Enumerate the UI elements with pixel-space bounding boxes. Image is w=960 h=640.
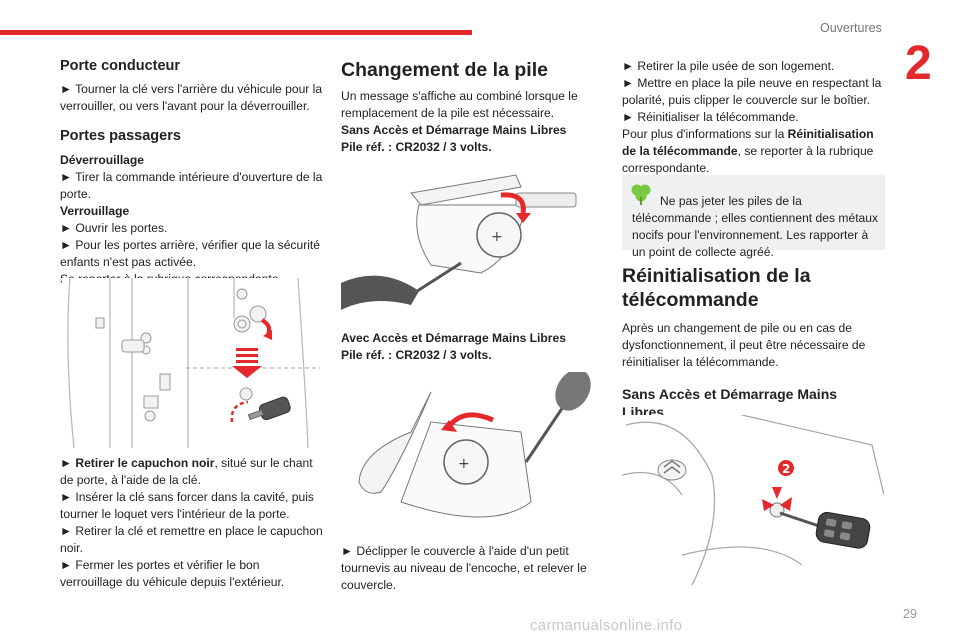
lock-step-check: ► Pour les portes arrière, vérifier que … xyxy=(60,238,320,269)
battery-intro: Un message s'affiche au combiné lorsque … xyxy=(341,89,578,120)
step-marker-2: 2 xyxy=(782,462,790,476)
without-battery-ref: Pile réf. : CR2032 / 3 volts. xyxy=(341,140,492,154)
step-remove-cap: ► Retirer le capuchon noir, situé sur le… xyxy=(60,456,313,487)
unlock-title: Déverrouillage xyxy=(60,153,145,167)
heading-reinit: Réinitialisation de la télécommande xyxy=(622,265,811,311)
column-middle: Changement de la pile Un message s'affic… xyxy=(341,58,601,156)
key-battery-illustration-2: + xyxy=(341,369,599,532)
unclip-step-block: ► Déclipper le couvercle à l'aide d'un p… xyxy=(341,543,601,594)
lock-step-open: ► Ouvrir les portes. xyxy=(60,221,168,235)
step-refit-cap: ► Retirer la clé et remettre en place le… xyxy=(60,524,323,555)
with-handsfree-block: Avec Accès et Démarrage Mains Libres Pil… xyxy=(341,330,601,364)
door-lock-steps: ► Retirer le capuchon noir, situé sur le… xyxy=(60,455,325,591)
svg-text:+: + xyxy=(458,456,470,472)
door-latch-illustration xyxy=(62,277,320,449)
reinit-block: Réinitialisation de la télécommande Aprè… xyxy=(622,264,887,421)
recycle-leaf-icon xyxy=(630,183,652,210)
step-remove-battery: ► Retirer la pile usée de son logement. xyxy=(622,59,835,73)
svg-text:+: + xyxy=(491,229,503,245)
section-title: Ouvertures xyxy=(820,21,882,35)
environment-note-text: Ne pas jeter les piles de la télécommand… xyxy=(632,194,879,260)
watermark: carmanualsonline.info xyxy=(530,617,683,634)
driver-door-text: ► Tourner la clé vers l'arrière du véhic… xyxy=(60,82,323,113)
reinit-text: Après un changement de pile ou en cas de… xyxy=(622,321,866,369)
lock-title: Verrouillage xyxy=(60,204,130,218)
environment-note: Ne pas jeter les piles de la télécommand… xyxy=(622,175,885,259)
column-left: Porte conducteur ► Tourner la clé vers l… xyxy=(60,58,325,288)
unclip-step: ► Déclipper le couvercle à l'aide d'un p… xyxy=(341,544,587,592)
heading-driver-door: Porte conducteur xyxy=(60,58,181,74)
step-insert-key: ► Insérer la clé sans forcer dans la cav… xyxy=(60,490,314,521)
key-battery-illustration-1: + xyxy=(341,165,599,315)
heading-battery-change: Changement de la pile xyxy=(341,59,548,81)
step-close-doors: ► Fermer les portes et vérifier le bon v… xyxy=(60,558,285,589)
without-handsfree-title: Sans Accès et Démarrage Mains Libres xyxy=(341,123,567,137)
step-reinit: ► Réinitialiser la télécommande. xyxy=(622,110,799,124)
with-handsfree-title: Avec Accès et Démarrage Mains Libres xyxy=(341,331,566,345)
heading-passenger-doors: Portes passagers xyxy=(60,128,181,144)
more-info: Pour plus d'informations sur la Réinitia… xyxy=(622,127,874,175)
chapter-number: 2 xyxy=(905,37,932,90)
unlock-text: ► Tirer la commande intérieure d'ouvertu… xyxy=(60,170,323,201)
column-right: ► Retirer la pile usée de son logement. … xyxy=(622,58,887,177)
page-number: 29 xyxy=(903,607,917,621)
steering-key-illustration: 2 xyxy=(621,414,885,586)
with-battery-ref: Pile réf. : CR2032 / 3 volts. xyxy=(341,348,492,362)
step-insert-battery: ► Mettre en place la pile neuve en respe… xyxy=(622,76,882,107)
header-accent-bar xyxy=(0,30,472,35)
